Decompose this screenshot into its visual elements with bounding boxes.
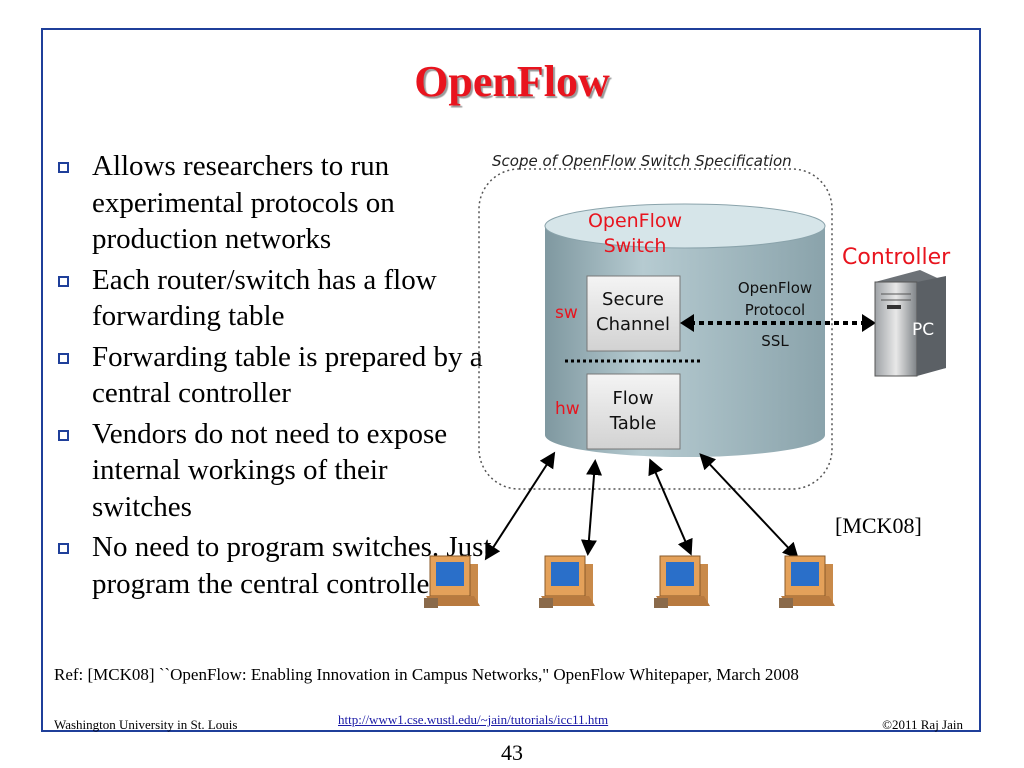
- pc-label: PC: [912, 320, 934, 340]
- reference-text: Ref: [MCK08] ``OpenFlow: Enabling Innova…: [54, 665, 799, 684]
- scope-label: Scope of OpenFlow Switch Specification: [492, 152, 792, 170]
- host-computer-icon: [539, 555, 595, 608]
- bullet-item: Each router/switch has a flow forwarding…: [54, 262, 494, 335]
- bullet-item: Forwarding table is prepared by a centra…: [54, 339, 494, 412]
- pc-tower-icon: [874, 270, 946, 377]
- bullet-item: Vendors do not need to expose internal w…: [54, 416, 494, 526]
- host-computer-icon: [779, 555, 835, 608]
- square-bullet-icon: [58, 162, 69, 173]
- slide-title: OpenFlow: [414, 57, 610, 106]
- switch-label-2: Switch: [604, 235, 667, 257]
- host-computer-icon: [424, 555, 480, 608]
- sw-label: sw: [555, 303, 578, 323]
- arrow-head-left-icon: [680, 314, 694, 332]
- footer-institution: Washington University in St. Louis: [54, 717, 238, 732]
- citation-label: [MCK08]: [835, 513, 922, 538]
- flow-table-box: [586, 373, 681, 450]
- square-bullet-icon: [58, 543, 69, 554]
- host-computer-icon: [654, 555, 710, 608]
- footer-link[interactable]: http://www1.cse.wustl.edu/~jain/tutorial…: [338, 712, 609, 727]
- page-number: 43: [501, 740, 523, 765]
- protocol-label-2: Protocol: [745, 301, 805, 319]
- secure-label-1: Secure: [602, 289, 664, 310]
- flow-label-2: Table: [609, 413, 657, 434]
- square-bullet-icon: [58, 429, 69, 441]
- bullet-list: Allows researchers to run experimental p…: [54, 148, 494, 606]
- hw-label: hw: [555, 399, 580, 419]
- controller-label: Controller: [842, 245, 951, 270]
- host-links: [484, 451, 799, 561]
- flow-label-1: Flow: [612, 388, 653, 409]
- switch-label-1: OpenFlow: [588, 210, 682, 232]
- square-bullet-icon: [58, 352, 69, 364]
- secure-channel-box: [586, 275, 681, 352]
- bullet-item: Allows researchers to run experimental p…: [54, 148, 494, 258]
- scope-boundary: [478, 168, 833, 490]
- protocol-label-3: SSL: [761, 332, 789, 350]
- bullet-item: No need to program switches. Just progra…: [54, 529, 494, 602]
- arrow-head-right-icon: [862, 314, 876, 332]
- square-bullet-icon: [58, 275, 69, 287]
- footer-copyright: ©2011 Raj Jain: [882, 717, 963, 732]
- secure-label-2: Channel: [596, 314, 670, 335]
- protocol-label-1: OpenFlow: [738, 279, 812, 297]
